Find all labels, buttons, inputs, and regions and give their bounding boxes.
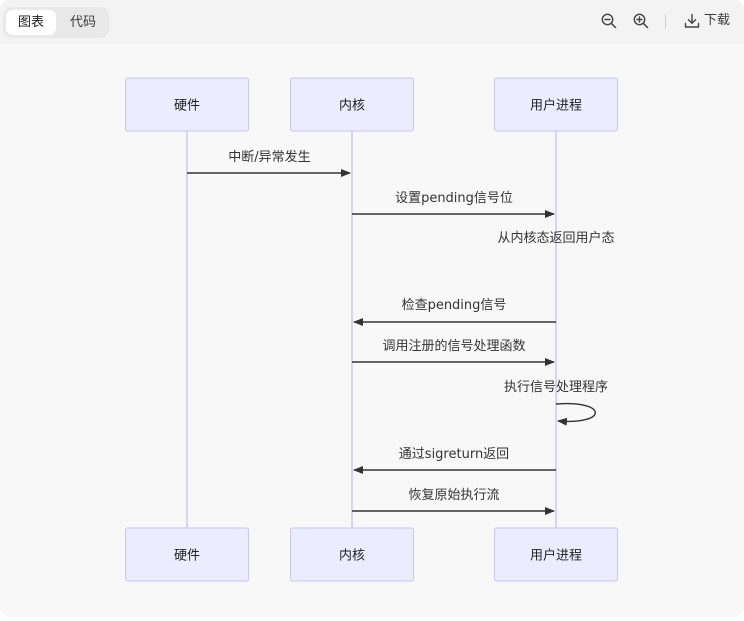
message-label: 通过sigreturn返回 (399, 447, 509, 462)
actor-label-hw-top: 硬件 (174, 99, 200, 114)
actor-label-user-bottom: 用户进程 (530, 548, 582, 564)
download-button[interactable]: 下载 (704, 13, 731, 28)
message-label: 执行信号处理程序 (504, 380, 608, 395)
tab-chart[interactable]: 图表 (6, 10, 56, 35)
self-message-arrow (555, 402, 596, 426)
actor-label-kernel-bottom: 内核 (339, 548, 365, 564)
view-toggle: 图表 代码 (3, 7, 109, 38)
message-label: 中断/异常发生 (228, 149, 310, 165)
actor-box-kernel-top (290, 77, 414, 132)
message-label: 设置pending信号位 (395, 191, 513, 206)
actor-box-hw-bottom (125, 527, 249, 582)
actor-box-kernel-bottom (290, 527, 414, 582)
tab-code[interactable]: 代码 (69, 15, 96, 30)
actor-label-hw-bottom: 硬件 (174, 549, 200, 564)
zoom-in-icon[interactable] (632, 12, 650, 30)
message-label: 从内核态返回用户态 (497, 230, 614, 246)
download-icon[interactable] (683, 12, 701, 30)
actor-label-kernel-top: 内核 (339, 98, 365, 114)
toolbar: 图表 代码 下载 (0, 0, 744, 44)
message-label: 调用注册的信号处理函数 (382, 338, 525, 354)
actor-box-user-bottom (494, 527, 618, 582)
message-label: 恢复原始执行流 (408, 488, 499, 503)
toolbar-divider (665, 15, 666, 29)
zoom-out-icon[interactable] (600, 12, 618, 30)
actor-label-user-top: 用户进程 (530, 98, 582, 114)
actor-box-user-top (494, 77, 618, 132)
actor-box-hw-top (125, 77, 249, 132)
message-label: 检查pending信号 (402, 298, 507, 313)
